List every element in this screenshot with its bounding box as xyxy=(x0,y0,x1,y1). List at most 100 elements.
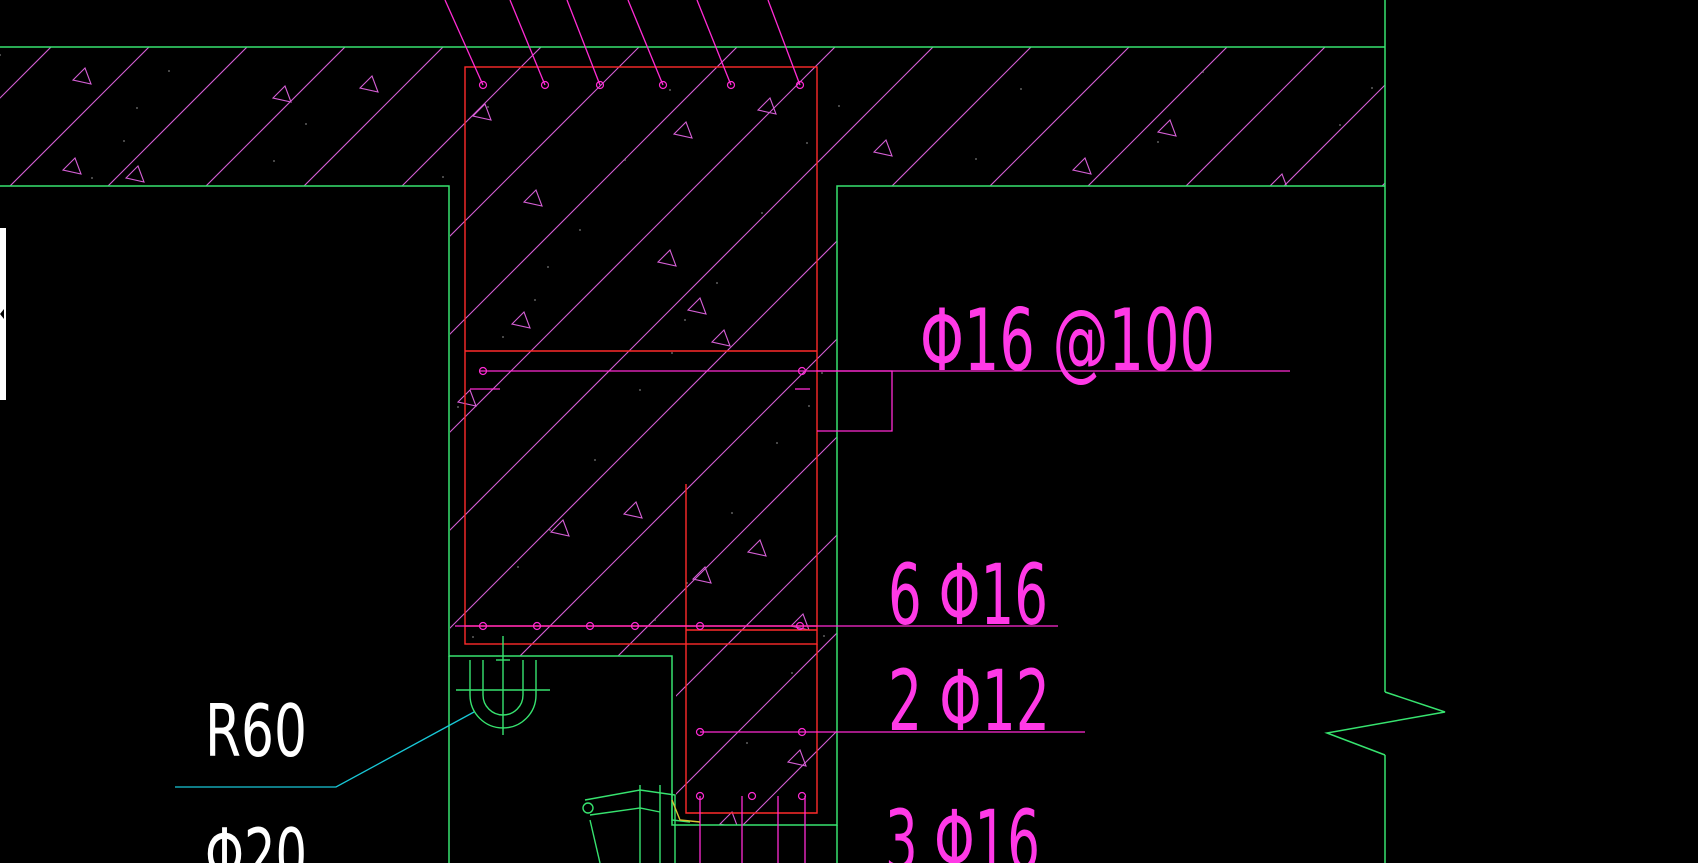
aggregate-triangle xyxy=(656,249,677,267)
aggregate-speck xyxy=(639,389,641,391)
aggregate-speck xyxy=(1112,211,1114,213)
aggregate-speck xyxy=(1371,87,1373,89)
label-stirrup-spacing: Φ16 @100 xyxy=(920,291,1215,391)
aggregate-triangle xyxy=(271,85,292,103)
hatch-line xyxy=(667,47,1385,825)
rebar-section-dots xyxy=(478,80,807,801)
aggregate-speck xyxy=(1157,141,1159,143)
aggregate-speck xyxy=(410,213,412,215)
aggregate-speck xyxy=(136,107,138,109)
aggregate-speck xyxy=(1339,124,1341,126)
aggregate-speck xyxy=(228,230,230,232)
aggregate-speck xyxy=(731,512,733,514)
aggregate-speck xyxy=(121,637,123,639)
aggregate-triangle xyxy=(1071,157,1092,175)
aggregate-speck xyxy=(1202,71,1204,73)
aggregate-speck xyxy=(517,566,519,568)
rebar-dot xyxy=(595,80,605,90)
aggregate-speck xyxy=(1050,548,1052,550)
aggregate-speck xyxy=(776,442,778,444)
aggregate-speck xyxy=(1020,88,1022,90)
aggregate-speck xyxy=(0,54,1,56)
hatch-line xyxy=(1353,47,1385,825)
rebar-dot xyxy=(540,80,550,90)
aggregate-speck xyxy=(532,796,534,798)
aggregate-speck xyxy=(534,299,536,301)
left-scroll-tab[interactable] xyxy=(0,228,6,400)
aggregate-speck xyxy=(594,459,596,461)
aggregate-speck xyxy=(138,370,140,372)
aggregate-triangle xyxy=(522,189,543,207)
aggregate-speck xyxy=(365,283,367,285)
aggregate-speck xyxy=(761,212,763,214)
aggregate-speck xyxy=(868,565,870,567)
aggregate-speck xyxy=(487,106,489,108)
aggregate-speck xyxy=(1324,654,1326,656)
aggregate-speck xyxy=(1097,741,1099,743)
aggregate-speck xyxy=(61,477,63,479)
aggregate-speck xyxy=(1234,794,1236,796)
aggregate-triangle xyxy=(61,157,82,175)
label-pipe-diameter: Φ20 xyxy=(205,813,307,863)
aggregate-speck xyxy=(1354,354,1356,356)
aggregate-speck xyxy=(275,423,277,425)
aggregate-triangle xyxy=(124,165,145,183)
aggregate-triangle xyxy=(358,75,379,93)
aggregate-triangle xyxy=(789,613,810,631)
drain-pipe-detail xyxy=(456,636,691,863)
aggregate-triangle xyxy=(756,97,777,115)
aggregate-triangle xyxy=(549,519,570,537)
aggregate-speck xyxy=(838,105,840,107)
aggregate-speck xyxy=(350,813,352,815)
aggregate-speck xyxy=(654,619,656,621)
aggregate-speck xyxy=(442,176,444,178)
rebar-dot xyxy=(658,80,668,90)
hatch-line xyxy=(0,47,785,825)
rebar-dot xyxy=(747,791,757,801)
aggregate-speck xyxy=(564,759,566,761)
aggregate-speck xyxy=(547,266,549,268)
aggregate-speck xyxy=(427,706,429,708)
aggregate-triangle xyxy=(672,121,693,139)
aggregate-triangle xyxy=(1268,173,1289,191)
aggregate-speck xyxy=(671,352,673,354)
scroll-tab-arrow-icon xyxy=(0,309,4,319)
aggregate-speck xyxy=(945,458,947,460)
aggregate-speck xyxy=(609,689,611,691)
aggregate-triangle xyxy=(510,311,531,329)
aggregate-speck xyxy=(1309,424,1311,426)
structure-outline xyxy=(0,0,1446,863)
aggregate-speck xyxy=(380,513,382,515)
aggregate-speck xyxy=(1294,194,1296,196)
aggregate-speck xyxy=(91,177,93,179)
aggregate-speck xyxy=(106,407,108,409)
rebar-leader-lines xyxy=(455,370,1290,863)
hatch-line xyxy=(0,47,883,825)
rebar-dot xyxy=(478,80,488,90)
aggregate-speck xyxy=(1369,584,1371,586)
aggregate-speck xyxy=(624,159,626,161)
aggregate-speck xyxy=(31,777,33,779)
aggregate-speck xyxy=(823,635,825,637)
aggregate-speck xyxy=(579,229,581,231)
hatch-line xyxy=(0,47,687,825)
aggregate-speck xyxy=(502,336,504,338)
aggregate-speck xyxy=(669,89,671,91)
aggregate-speck xyxy=(472,636,474,638)
hatch-line xyxy=(1157,47,1385,825)
aggregate-speck xyxy=(1082,511,1084,513)
aggregate-speck xyxy=(1279,724,1281,726)
aggregate-speck xyxy=(1080,248,1082,250)
aggregate-speck xyxy=(1065,778,1067,780)
aggregate-speck xyxy=(1142,671,1144,673)
aggregate-speck xyxy=(549,529,551,531)
aggregate-speck xyxy=(412,476,414,478)
aggregate-speck xyxy=(1217,301,1219,303)
aggregate-triangle xyxy=(872,139,893,157)
aggregate-speck xyxy=(243,460,245,462)
aggregate-speck xyxy=(898,265,900,267)
aggregate-speck xyxy=(821,372,823,374)
hatch-line xyxy=(1255,47,1385,825)
aggregate-speck xyxy=(1249,264,1251,266)
